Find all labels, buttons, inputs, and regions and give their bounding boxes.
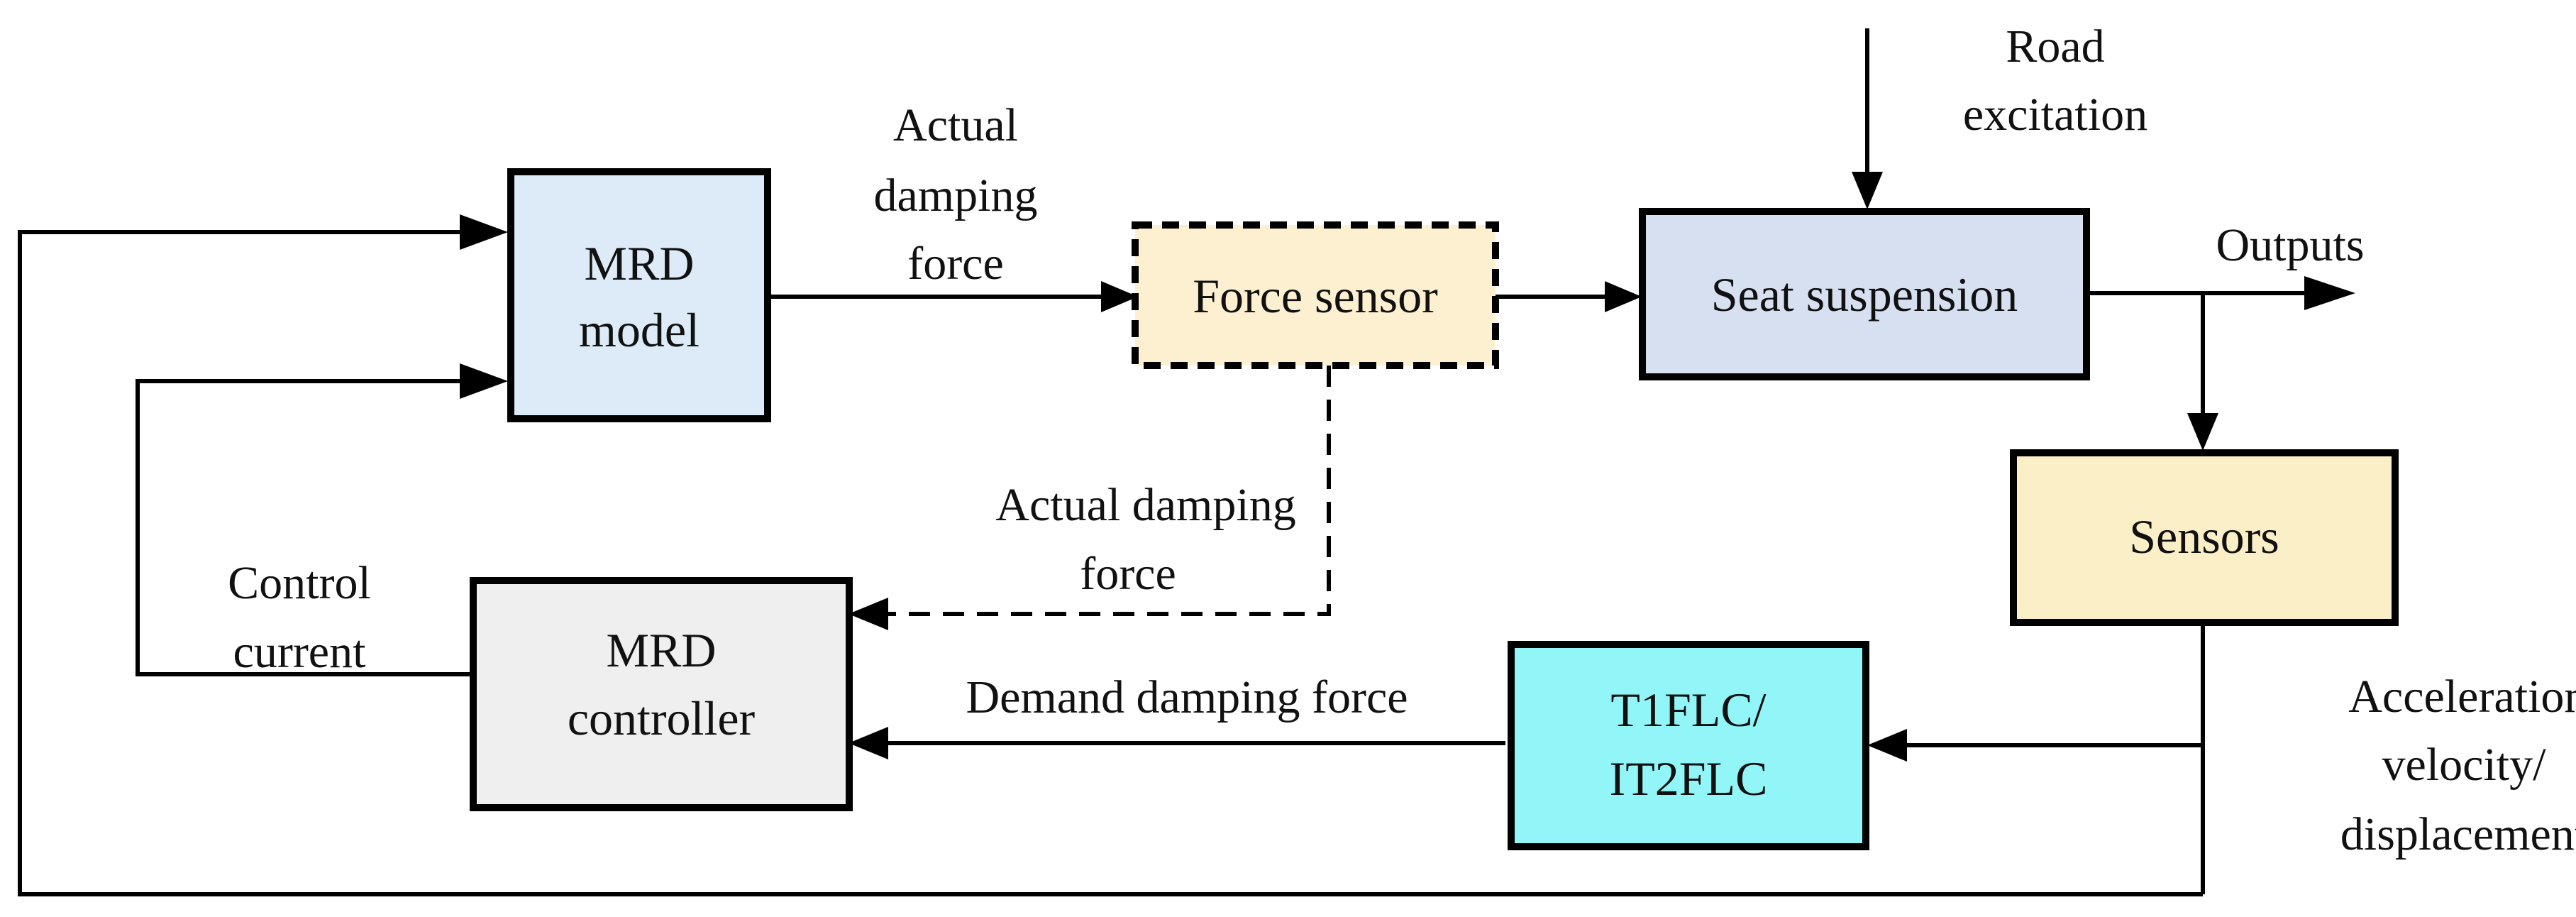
arrowhead-seat-suspension — [1605, 281, 1642, 312]
label-control-current: Control current — [228, 557, 371, 678]
fuzzy-controller-label-line2: IT2FLC — [1610, 752, 1768, 806]
svg-text:force: force — [907, 238, 1004, 290]
block-mrd-controller: MRD controller — [470, 577, 853, 811]
arrowhead-road-excitation — [1852, 172, 1883, 209]
label-outputs: Outputs — [2216, 219, 2364, 271]
block-mrd-model: MRD model — [507, 168, 771, 422]
svg-text:Acceleration/: Acceleration/ — [2348, 671, 2576, 723]
block-force-sensor: Force sensor — [1132, 221, 1499, 369]
svg-text:velocity/: velocity/ — [2382, 739, 2547, 791]
arrowhead-sensors — [2187, 413, 2218, 451]
label-demand-damping-force: Demand damping force — [966, 671, 1408, 723]
mrd-controller-label-line2: controller — [568, 691, 756, 745]
arrowhead-mrd-model-input1 — [460, 214, 508, 250]
arrowhead-force-sensor — [1101, 281, 1138, 312]
sensors-label: Sensors — [2129, 510, 2279, 564]
seat-suspension-label: Seat suspension — [1711, 268, 2018, 322]
svg-text:damping: damping — [874, 170, 1038, 221]
arrowhead-mrd-model-input2 — [460, 363, 508, 399]
svg-text:Actual damping: Actual damping — [995, 479, 1295, 531]
label-actual-damping-force-top: Actual damping force — [874, 99, 1038, 290]
block-sensors: Sensors — [2010, 449, 2399, 626]
label-measured-states: Acceleration/ velocity/ displacement — [2340, 671, 2576, 860]
arrowhead-fuzzy-controller — [1867, 729, 1907, 762]
arrowhead-mrd-controller-actual — [848, 598, 888, 630]
arrowhead-mrd-controller-demand — [848, 727, 888, 759]
block-seat-suspension: Seat suspension — [1639, 208, 2090, 380]
svg-text:excitation: excitation — [1963, 89, 2147, 141]
label-actual-damping-force-feedback: Actual damping force — [995, 479, 1295, 600]
svg-text:current: current — [233, 626, 366, 678]
force-sensor-label: Force sensor — [1193, 269, 1438, 323]
arrowhead-outputs — [2304, 276, 2355, 310]
svg-text:Control: Control — [228, 557, 371, 609]
mrd-model-label-line2: model — [579, 303, 700, 357]
svg-text:force: force — [1080, 548, 1176, 600]
mrd-controller-label-line1: MRD — [607, 623, 717, 677]
svg-text:displacement: displacement — [2340, 808, 2576, 860]
fuzzy-controller-label-line1: T1FLC/ — [1610, 683, 1766, 737]
svg-text:Road: Road — [2006, 21, 2104, 72]
svg-text:Actual: Actual — [893, 99, 1018, 151]
mrd-model-label-line1: MRD — [585, 236, 695, 290]
wire-control-current — [136, 379, 470, 676]
wire-dashed-actual-force — [887, 366, 1331, 616]
block-fuzzy-controller: T1FLC/ IT2FLC — [1508, 641, 1869, 850]
wire-outer-feedback — [18, 230, 2203, 896]
label-road-excitation: Road excitation — [1963, 21, 2147, 141]
